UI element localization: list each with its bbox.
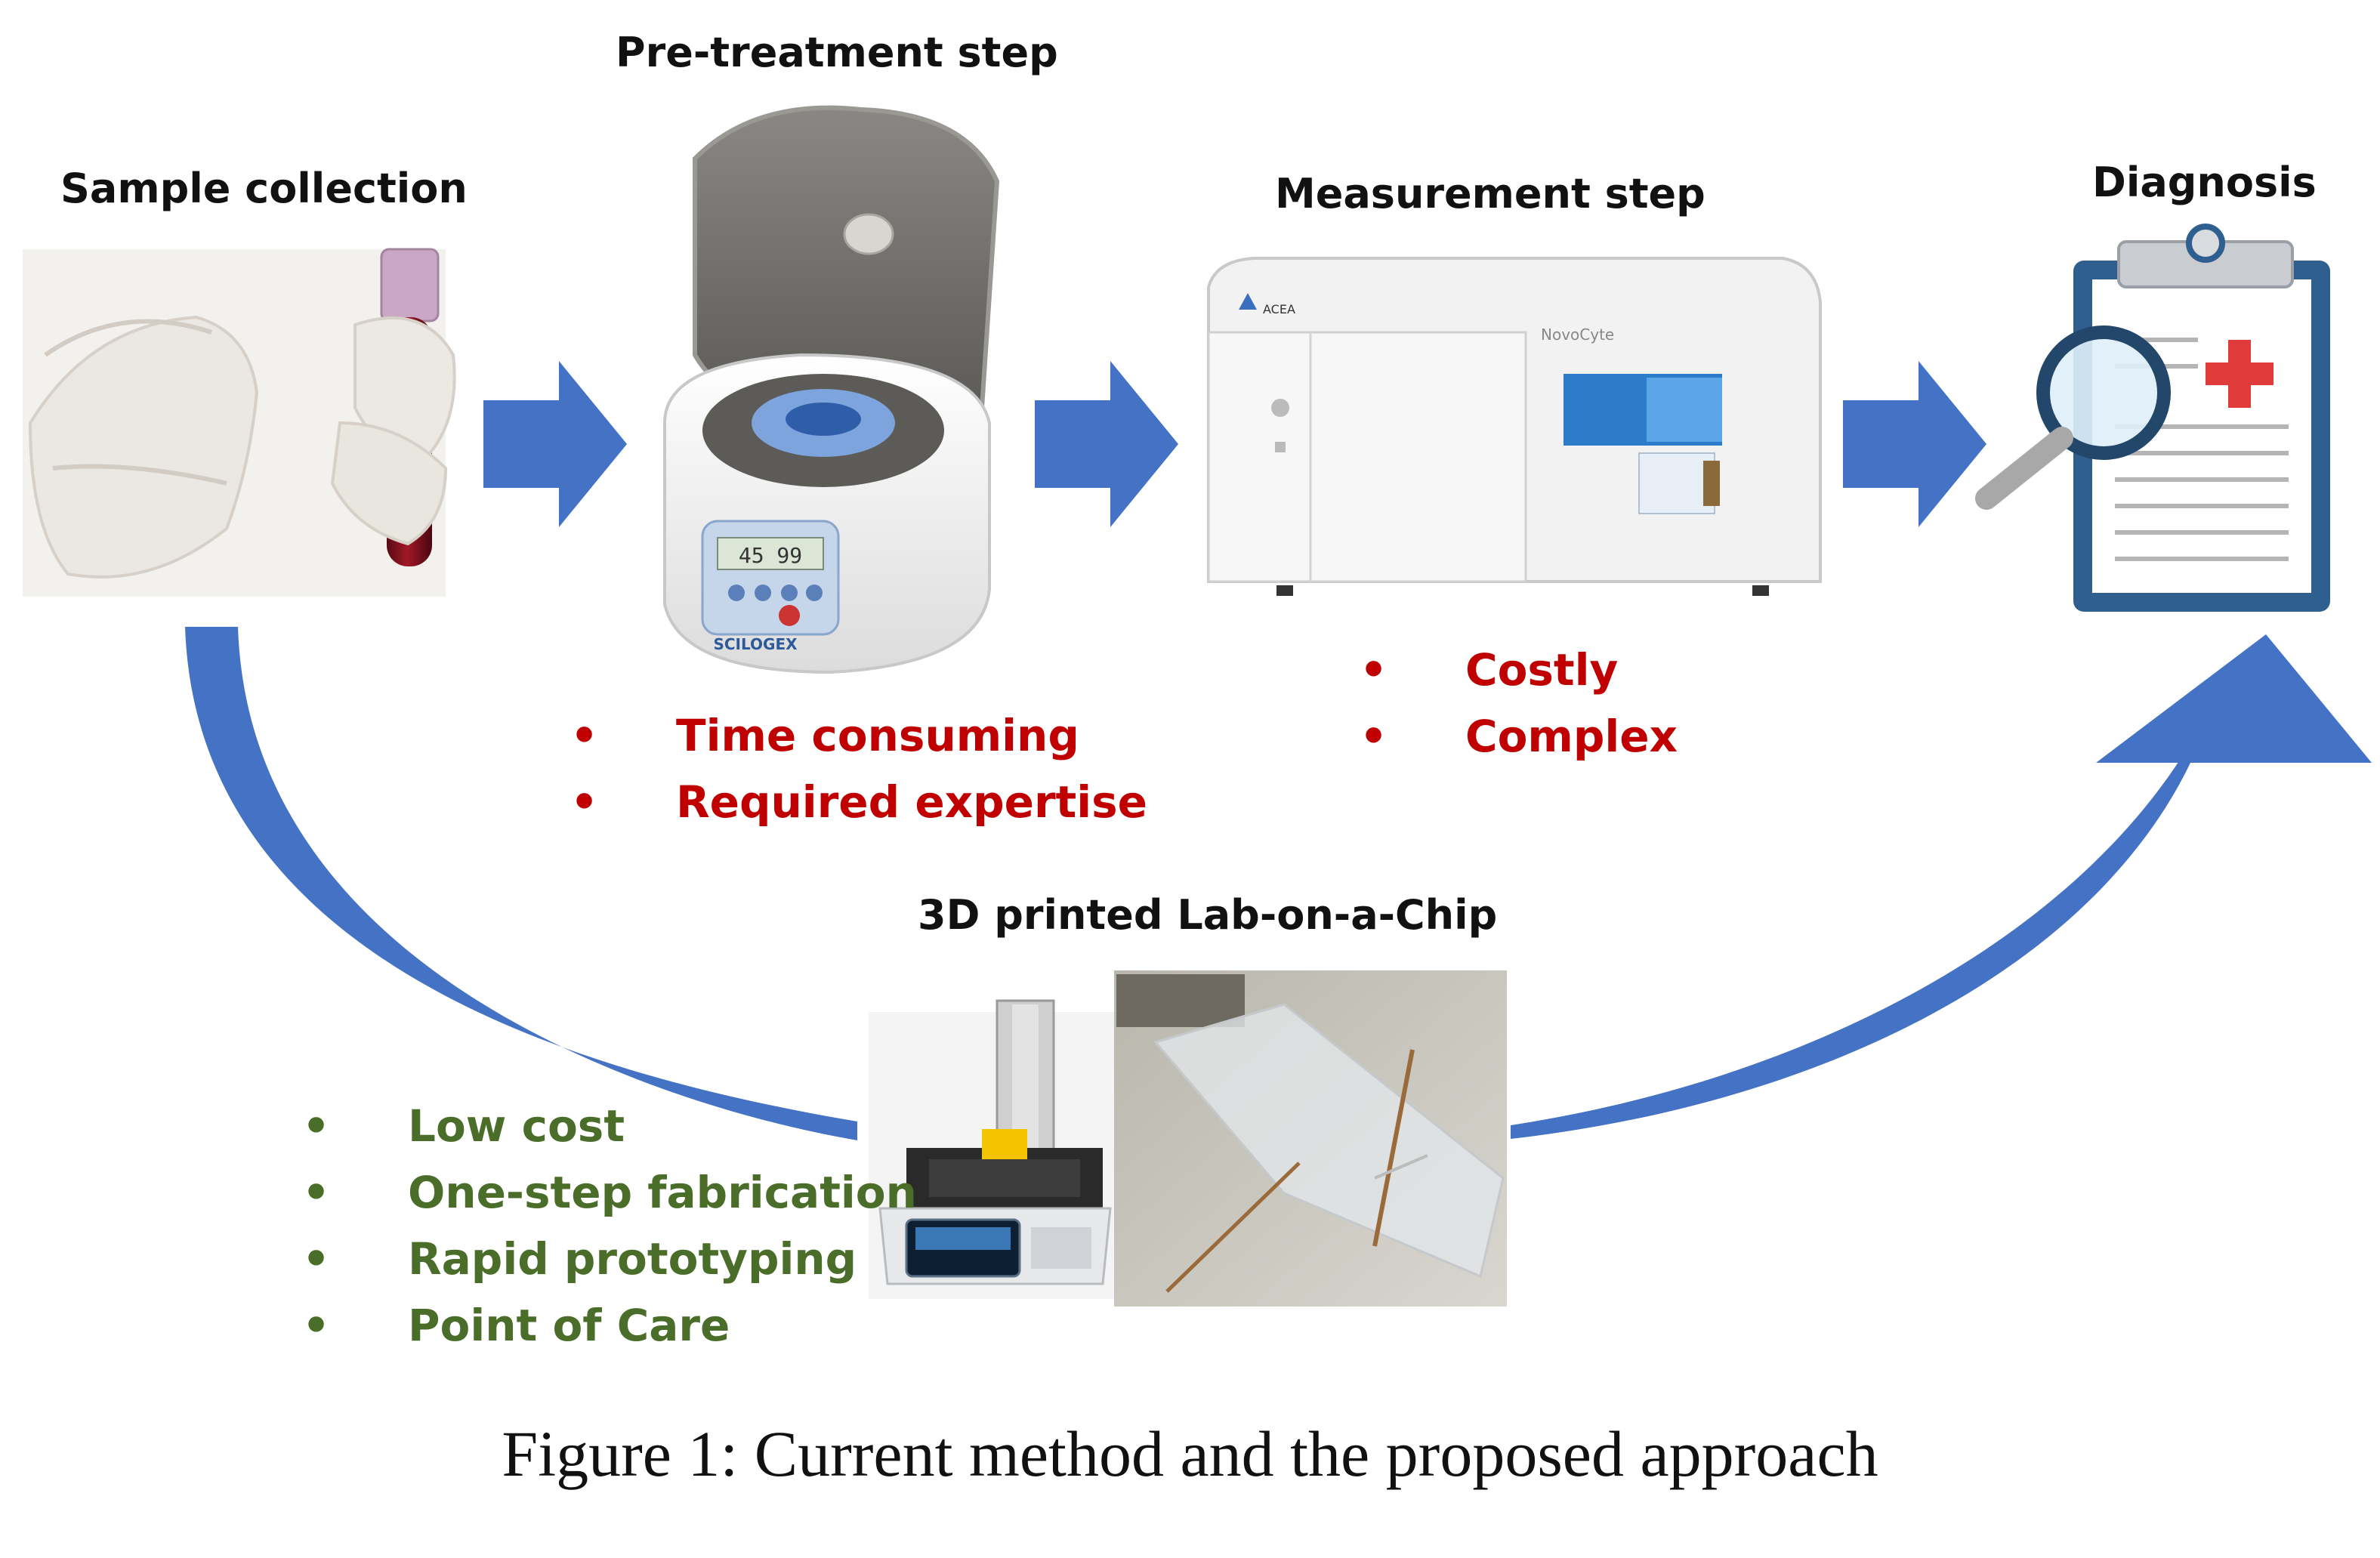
curved-arrow-body	[185, 627, 857, 1140]
benefit-item: Rapid prototyping	[302, 1226, 917, 1292]
pretreatment-issues-list: Time consuming Required expertise	[570, 702, 1147, 835]
heading-measurement: Measurement step	[1275, 170, 1706, 218]
centrifuge-image: 45 99 SCILOGEX	[663, 105, 1000, 674]
flow-cytometer-image: ACEA NovoCyte	[1207, 257, 1822, 596]
lab-on-chip-benefits-list: Low cost One-step fabrication Rapid prot…	[302, 1093, 917, 1359]
curved-arrow-head	[2096, 634, 2372, 763]
pretreatment-issue: Required expertise	[570, 769, 1147, 835]
centrifuge-brand: SCILOGEX	[713, 635, 798, 653]
benefit-item: Point of Care	[302, 1292, 917, 1359]
measurement-issue: Costly	[1360, 637, 1678, 703]
chip-photo-image	[1114, 970, 1507, 1307]
benefit-item: Low cost	[302, 1093, 917, 1159]
curved-arrow-tail	[1511, 755, 2190, 1139]
cytometer-model: NovoCyte	[1541, 325, 1614, 344]
3d-printer-image	[869, 999, 1118, 1299]
benefit-item: One-step fabrication	[302, 1159, 917, 1226]
measurement-issue: Complex	[1360, 703, 1678, 770]
clipboard-diagnosis-icon	[1975, 224, 2330, 612]
heading-pretreatment: Pre-treatment step	[616, 29, 1058, 76]
blood-tube-image	[23, 248, 456, 597]
cytometer-brand: ACEA	[1263, 302, 1295, 316]
arrow-to-diagnosis	[1843, 361, 1986, 527]
centrifuge-display: 45 99	[739, 543, 802, 568]
figure-caption: Figure 1: Current method and the propose…	[502, 1418, 1878, 1490]
pretreatment-issue: Time consuming	[570, 702, 1147, 769]
arrow-to-pretreatment	[483, 361, 627, 527]
heading-diagnosis: Diagnosis	[2092, 159, 2317, 206]
heading-sample-collection: Sample collection	[60, 165, 468, 212]
arrow-to-measurement	[1035, 361, 1178, 527]
heading-lab-on-chip: 3D printed Lab-on-a-Chip	[918, 891, 1498, 939]
measurement-issues-list: Costly Complex	[1360, 637, 1678, 770]
